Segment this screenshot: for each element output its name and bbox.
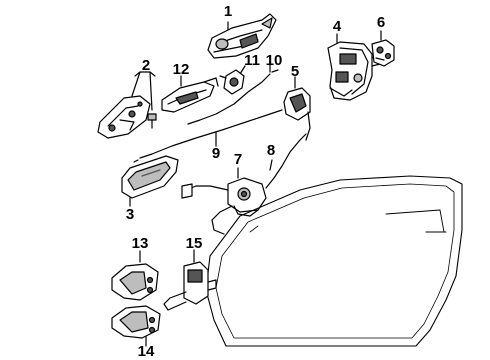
callout-6: 6 <box>376 14 386 31</box>
lock-rods <box>133 61 283 163</box>
door-latch-part <box>283 76 311 141</box>
callout-2: 2 <box>141 57 151 74</box>
callout-8: 8 <box>266 142 276 159</box>
door-check <box>163 249 217 311</box>
inside-handle <box>161 75 219 113</box>
callout-1: 1 <box>223 3 233 20</box>
callout-15: 15 <box>185 235 203 252</box>
upper-door-hinge <box>111 250 159 301</box>
lower-door-hinge <box>111 305 161 347</box>
callout-7: 7 <box>233 151 243 168</box>
callout-11: 11 <box>244 52 260 69</box>
callout-9: 9 <box>211 145 221 162</box>
callout-4: 4 <box>332 18 342 35</box>
callout-5: 5 <box>290 63 300 80</box>
callout-14: 14 <box>137 343 155 360</box>
inside-handle-bezel <box>121 155 179 207</box>
callout-10: 10 <box>265 52 283 69</box>
callout-13: 13 <box>131 235 149 252</box>
outside-door-handle <box>207 13 277 59</box>
latch-clip <box>219 65 246 95</box>
inside-handle-bracket <box>97 71 157 139</box>
lock-bracket <box>371 30 395 67</box>
callout-12: 12 <box>172 61 190 78</box>
door-lock-assembly <box>181 133 307 235</box>
rear-door-outline <box>205 175 463 347</box>
callout-3: 3 <box>125 206 135 223</box>
